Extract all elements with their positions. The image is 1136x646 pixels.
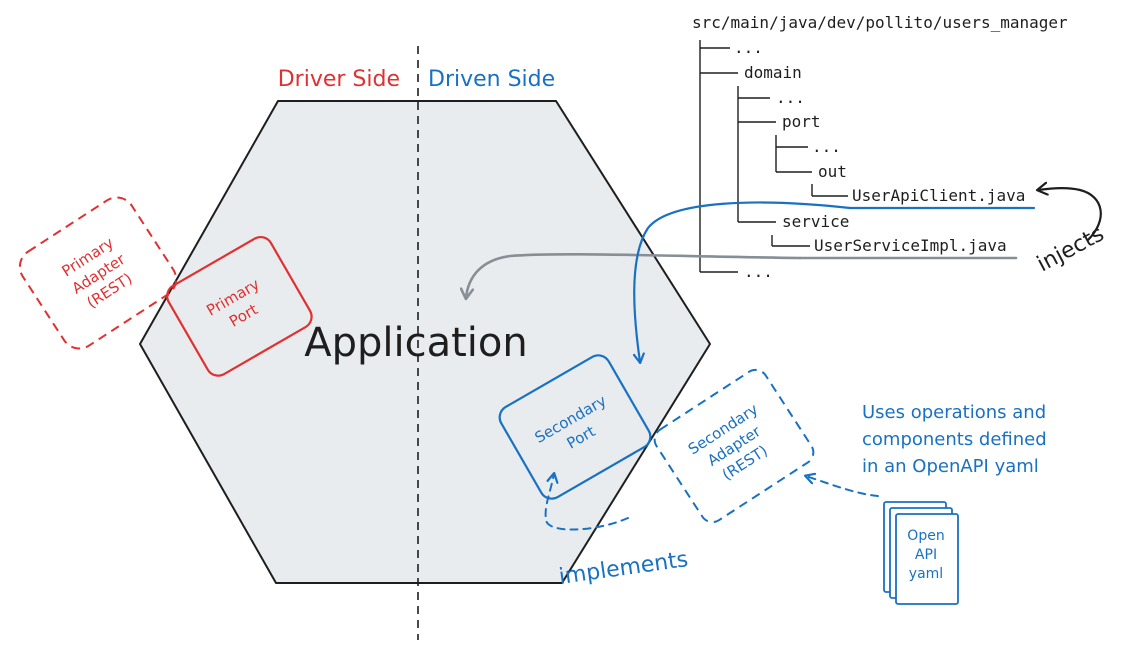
tree-user-service-impl: UserServiceImpl.java (814, 236, 1007, 255)
application-title: Application (304, 320, 528, 366)
openapi-doc-line2: API (915, 547, 937, 563)
openapi-note-line1: Uses operations and (862, 402, 1046, 423)
driven-side-label: Driven Side (428, 67, 555, 92)
tree-ellipsis-1: ... (734, 38, 763, 57)
openapi-doc-line1: Open (907, 528, 944, 544)
document-stack-icon (883, 501, 959, 605)
file-tree (699, 40, 848, 273)
implements-arrow (544, 474, 629, 531)
openapi-note-line3: in an OpenAPI yaml (862, 456, 1039, 477)
tree-domain: domain (744, 63, 802, 82)
openapi-doc-line3: yaml (909, 566, 943, 582)
tree-root: src/main/java/dev/pollito/users_manager (692, 13, 1068, 32)
injects-arrow (1038, 188, 1102, 242)
tree-service: service (782, 212, 849, 231)
injects-label: injects (1033, 221, 1108, 277)
tree-user-api-client: UserApiClient.java (852, 186, 1025, 205)
driver-side-label: Driver Side (278, 67, 400, 92)
tree-out: out (818, 162, 847, 181)
openapi-to-adapter-arrow (806, 476, 879, 497)
openapi-note-line2: components defined (862, 429, 1047, 450)
api-client-to-port-arrow (634, 201, 852, 362)
application-hexagon (139, 100, 711, 584)
tree-port: port (782, 112, 821, 131)
file-tree-labels: src/main/java/dev/pollito/users_manager … (692, 13, 1068, 281)
tree-ellipsis-2: ... (776, 88, 805, 107)
tree-ellipsis-3: ... (812, 137, 841, 156)
tree-ellipsis-4: ... (744, 262, 773, 281)
service-to-application-arrow (466, 252, 802, 298)
